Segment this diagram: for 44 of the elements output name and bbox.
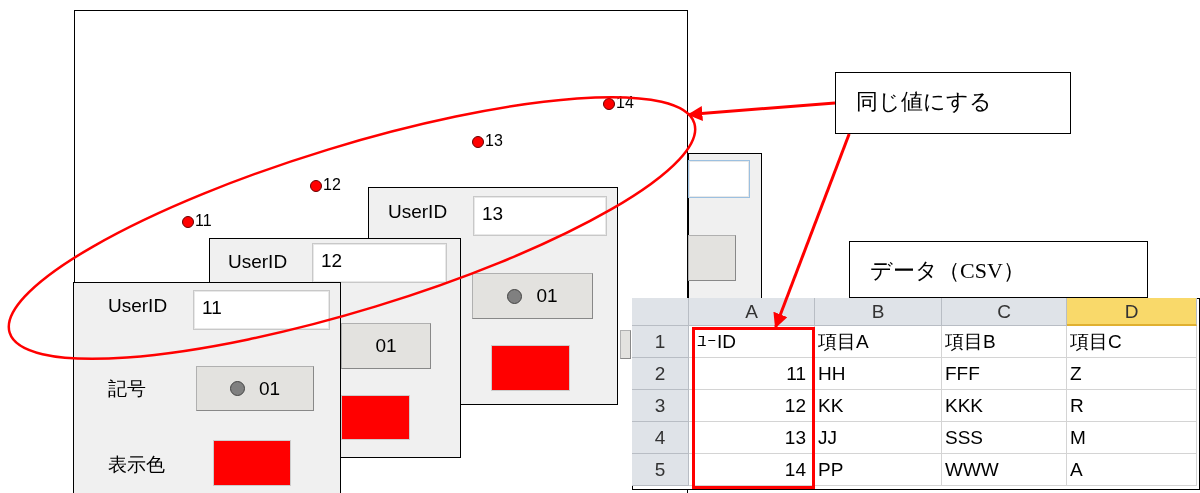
table-cell: KKK bbox=[942, 390, 1067, 422]
point-label: 12 bbox=[323, 176, 341, 194]
field-label: UserID bbox=[388, 201, 448, 223]
table-cell: PP bbox=[815, 454, 942, 486]
table-cell: A bbox=[1067, 454, 1197, 486]
table-cell: 項目B bbox=[942, 326, 1067, 358]
highlight-ellipse bbox=[9, 97, 696, 359]
field-label: UserID bbox=[108, 295, 168, 317]
highlight-box bbox=[692, 327, 815, 489]
table-cell: KK bbox=[815, 390, 942, 422]
point-label: 11 bbox=[195, 212, 212, 230]
table-cell: 項目A bbox=[815, 326, 942, 358]
table-cell: FFF bbox=[942, 358, 1067, 390]
column-header: C bbox=[942, 298, 1067, 326]
field-label: 表示色 bbox=[108, 453, 165, 477]
table-cell: JJ bbox=[815, 422, 942, 454]
table-cell: R bbox=[1067, 390, 1197, 422]
row-header: 2 bbox=[632, 358, 689, 390]
field-label: 記号 bbox=[108, 377, 146, 401]
column-header: D bbox=[1067, 298, 1197, 326]
table-cell: HH bbox=[815, 358, 942, 390]
title-box: データ（CSV） bbox=[849, 241, 1148, 298]
table-cell: M bbox=[1067, 422, 1197, 454]
input-field: 11 bbox=[193, 290, 330, 330]
callout-box: 同じ値にする bbox=[835, 72, 1071, 134]
row-header: 1 bbox=[632, 326, 689, 358]
row-header: 5 bbox=[632, 454, 689, 486]
field-label: UserID bbox=[228, 251, 288, 273]
table-cell: WWW bbox=[942, 454, 1067, 486]
symbol-button: 01 bbox=[472, 273, 593, 319]
row-header: 3 bbox=[632, 390, 689, 422]
input-field: 12 bbox=[312, 243, 447, 283]
table-cell: 項目C bbox=[1067, 326, 1197, 358]
symbol-button: 01 bbox=[196, 366, 314, 411]
column-header: B bbox=[815, 298, 942, 326]
arrow bbox=[687, 101, 836, 121]
input-field: 13 bbox=[473, 196, 607, 236]
symbol-button: 01 bbox=[341, 323, 431, 369]
arrow bbox=[773, 133, 851, 329]
table-cell: Z bbox=[1067, 358, 1197, 390]
table-cell: SSS bbox=[942, 422, 1067, 454]
point-label: 13 bbox=[485, 132, 503, 150]
column-header: A bbox=[689, 298, 815, 326]
row-header: 4 bbox=[632, 422, 689, 454]
